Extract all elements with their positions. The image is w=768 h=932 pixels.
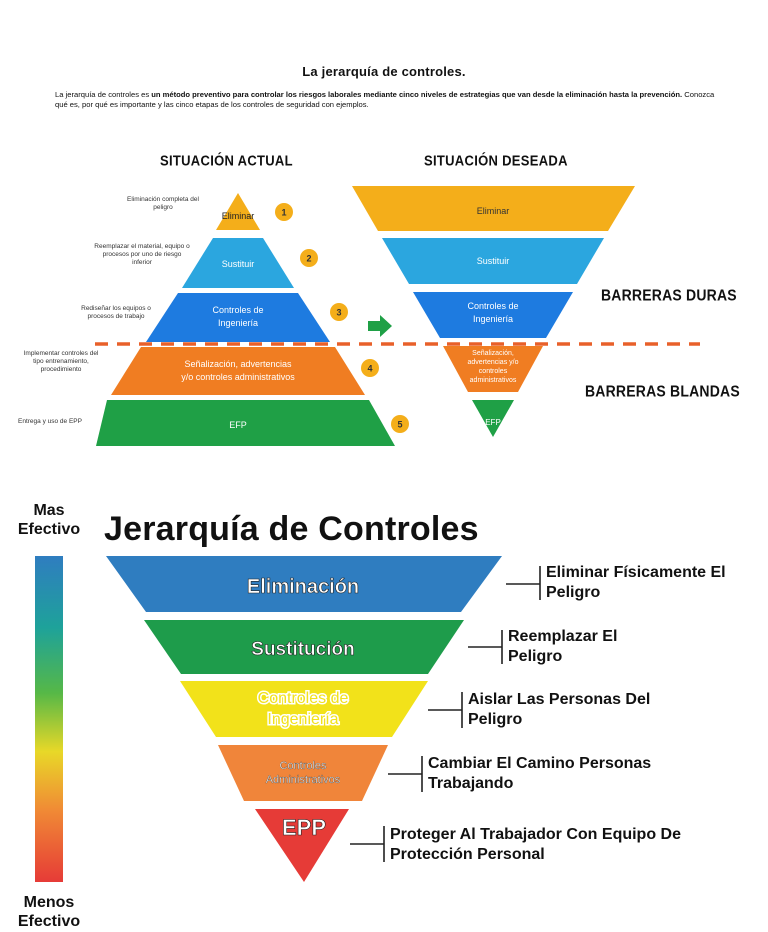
level-1-note: Eliminación completa del peligro — [127, 196, 199, 211]
desired-level-4-label-line3: controles — [479, 368, 508, 375]
connector-lines — [350, 566, 541, 862]
elimination-shape — [106, 556, 502, 612]
badge-2: 2 — [300, 249, 318, 267]
desired-level-5-label: EFP — [485, 418, 501, 427]
hierarchy-funnel: Eliminación Sustitución Controles de Ing… — [106, 556, 541, 882]
intro-text-2: Conozca qué es, por qué es importante y … — [55, 90, 715, 109]
desired-level-2-shape — [382, 238, 604, 284]
effectiveness-gradient-bar — [35, 556, 63, 882]
level-5-note: Entrega y uso de EPP — [18, 418, 82, 425]
desired-level-2-label: Sustituir — [477, 256, 510, 266]
administrative-description: Cambiar El Camino Personas Trabajando — [428, 755, 652, 792]
desired-level-4-label-line1: Señalización, — [472, 350, 514, 357]
ppe-label: EPP — [282, 815, 326, 840]
administrative-label-line1: Controles — [279, 760, 327, 772]
green-arrow-icon — [368, 315, 392, 337]
desired-level-3-shape — [413, 292, 573, 338]
administrative-shape — [218, 745, 388, 801]
current-level-4-label-line1: Señalización, advertencias — [184, 359, 292, 369]
current-level-1-label: Eliminar — [222, 211, 255, 221]
engineering-label-line1: Controles de — [258, 690, 349, 707]
current-level-5-shape — [96, 400, 395, 446]
current-level-3-shape — [146, 293, 330, 342]
desired-level-1-label: Eliminar — [477, 206, 510, 216]
pyramid-graphic: 1 2 3 4 5 Eliminar Sustituir Controles d… — [95, 186, 700, 446]
ppe-description: Proteger Al Trabajador Con Equipo De Pro… — [390, 826, 681, 863]
substitution-description: Reemplazar El Peligro — [508, 628, 618, 665]
current-level-1-shape — [216, 193, 260, 230]
desired-level-4-label-line2: advertencias y/o — [468, 359, 519, 366]
most-effective-label: Mas Efectivo — [17, 502, 81, 538]
intro-text-1: La jerarquía de controles es — [55, 90, 152, 99]
ppe-shape — [255, 809, 349, 882]
badge-5: 5 — [391, 415, 409, 433]
level-3-note: Rediseñar los equipos o procesos de trab… — [81, 305, 151, 320]
substitution-shape — [144, 620, 464, 674]
hierarchy-title: Jerarquía de Controles — [104, 510, 479, 548]
substitution-label: Sustitución — [251, 639, 354, 660]
level-4-note: Implementar controles del tipo entrenami… — [23, 350, 99, 373]
badge-4: 4 — [361, 359, 379, 377]
soft-barriers-label: BARRERAS BLANDAS — [585, 381, 740, 401]
current-level-4-shape — [111, 347, 365, 395]
intro-text-bold: un método preventivo para controlar los … — [151, 90, 683, 99]
badge-3-text: 3 — [336, 308, 341, 318]
desired-level-3-label-line1: Controles de — [467, 301, 518, 311]
hard-barriers-label: BARRERAS DURAS — [601, 285, 737, 305]
level-2-note: Reemplazar el material, equipo o proceso… — [94, 243, 190, 266]
desired-level-3-label-line2: Ingeniería — [473, 314, 513, 324]
engineering-description: Aislar Las Personas Del Peligro — [468, 691, 651, 728]
elimination-description: Eliminar Físicamente El Peligro — [546, 564, 726, 601]
badge-2-text: 2 — [306, 254, 311, 264]
current-level-3-label-line2: Ingeniería — [218, 318, 258, 328]
badge-3: 3 — [330, 303, 348, 321]
desired-level-4-label-line4: administrativos — [470, 377, 517, 384]
administrative-label-line2: Administrativos — [266, 774, 341, 786]
badge-5-text: 5 — [397, 420, 402, 430]
page-title: La jerarquía de controles. — [302, 64, 466, 79]
elimination-label: Eliminación — [247, 576, 359, 598]
desired-level-5-shape — [472, 400, 514, 437]
current-level-2-shape — [182, 238, 294, 288]
engineering-shape — [180, 681, 428, 737]
desired-situation-heading: SITUACIÓN DESEADA — [424, 151, 568, 170]
least-effective-label: Menos Efectivo — [17, 894, 81, 930]
engineering-label-line2: Ingeniería — [267, 711, 338, 728]
desired-level-4-shape — [443, 346, 543, 392]
current-level-5-label: EFP — [229, 420, 247, 430]
badge-1: 1 — [275, 203, 293, 221]
badge-4-text: 4 — [367, 364, 372, 374]
current-situation-heading: SITUACIÓN ACTUAL — [160, 151, 293, 170]
current-level-4-label-line2: y/o controles administrativos — [181, 372, 295, 382]
current-level-2-label: Sustituir — [222, 259, 255, 269]
intro-paragraph: La jerarquía de controles es un método p… — [55, 90, 715, 110]
desired-level-1-shape — [352, 186, 635, 231]
current-level-3-label-line1: Controles de — [212, 305, 263, 315]
badge-1-text: 1 — [281, 208, 286, 218]
